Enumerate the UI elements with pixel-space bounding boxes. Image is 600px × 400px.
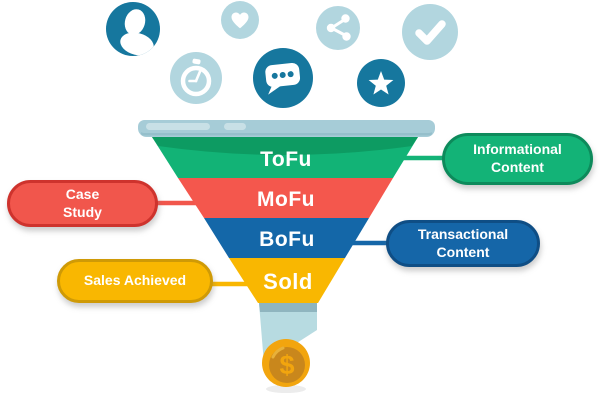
callout-informational-content: Informational Content (442, 133, 593, 185)
share-icon (316, 6, 360, 50)
user-icon (106, 2, 160, 56)
coin-shadow (266, 385, 306, 393)
funnel-stage-sold (229, 258, 345, 303)
stage-label-tofu: ToFu (260, 148, 312, 171)
callout-transactional-content-label: Transactional Content (417, 225, 509, 260)
funnel-stage-bofu (204, 218, 369, 258)
stage-label-mofu: MoFu (257, 188, 315, 211)
funnel-stage-mofu (178, 178, 393, 218)
callout-case-study-label: Case Study (63, 185, 102, 220)
stopwatch-icon (170, 52, 222, 104)
checkmark-icon (402, 4, 458, 60)
funnel-spout-shade (259, 303, 317, 312)
chat-bubble-icon (253, 48, 313, 108)
heart-icon (221, 1, 259, 39)
stage-label-sold: Sold (263, 269, 313, 294)
funnel-rim-highlight (146, 123, 210, 130)
callout-case-study: Case Study (7, 180, 158, 227)
funnel-rim-highlight-small (224, 123, 246, 130)
stage-label-bofu: BoFu (259, 228, 315, 251)
callout-informational-content-label: Informational Content (473, 141, 562, 175)
funnel-rim-shadow (152, 137, 418, 155)
star-icon (357, 59, 405, 107)
callout-sales-achieved-label: Sales Achieved (83, 272, 187, 289)
callout-transactional-content: Transactional Content (386, 220, 540, 267)
callout-sales-achieved: Sales Achieved (57, 259, 213, 303)
dollar-sign: $ (279, 350, 294, 380)
funnel-rim-top (138, 120, 435, 133)
coin-inner (269, 347, 305, 383)
coin-shine (271, 346, 285, 359)
